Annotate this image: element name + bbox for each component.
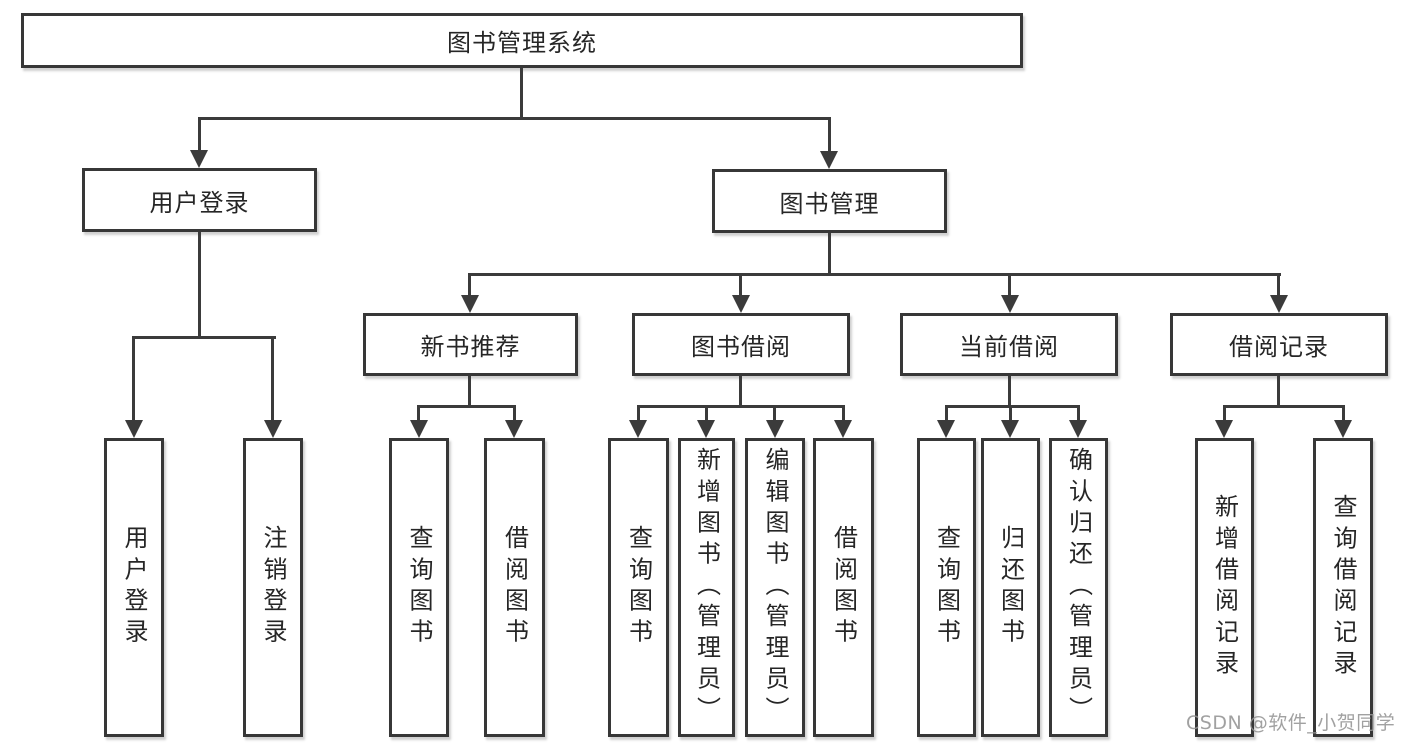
leaf-bb-add-books-admin-label: 新增图书（管理员） bbox=[692, 447, 721, 728]
arrow-down-icon bbox=[264, 420, 282, 438]
connector-leaf-shaft bbox=[637, 405, 640, 422]
leaf-bb-edit-books-admin: 编辑图书（管理员） bbox=[745, 438, 805, 737]
arrow-down-icon bbox=[1215, 420, 1233, 438]
node-current-borrow-label: 当前借阅 bbox=[959, 333, 1059, 361]
leaf-br-query-record-label: 查询借阅记录 bbox=[1329, 493, 1357, 682]
node-book-borrow: 图书借阅 bbox=[632, 313, 850, 376]
arrow-down-icon bbox=[1069, 420, 1087, 438]
arrow-down-icon bbox=[834, 420, 852, 438]
node-new-book-recommend: 新书推荐 bbox=[363, 313, 578, 376]
leaf-cb-confirm-return-admin-label: 确认归还（管理员） bbox=[1064, 447, 1093, 728]
connector-leaf-shaft bbox=[132, 336, 135, 422]
arrow-down-icon bbox=[125, 420, 143, 438]
node-root: 图书管理系统 bbox=[21, 13, 1023, 68]
connector-leaf-shaft bbox=[773, 405, 776, 422]
leaf-cb-confirm-return-admin: 确认归还（管理员） bbox=[1049, 438, 1108, 737]
connector-leaf-shaft bbox=[513, 405, 516, 422]
connector-user-login-bar bbox=[132, 336, 276, 339]
node-book-management: 图书管理 bbox=[712, 169, 947, 233]
arrow-down-icon bbox=[410, 420, 428, 438]
arrow-down-icon bbox=[937, 420, 955, 438]
connector-user-login-shaft bbox=[198, 117, 201, 153]
node-book-borrow-label: 图书借阅 bbox=[691, 333, 791, 361]
arrow-down-icon bbox=[505, 420, 523, 438]
connector-current-borrow-shaft bbox=[1008, 276, 1011, 297]
node-root-label: 图书管理系统 bbox=[447, 29, 597, 57]
arrow-down-icon bbox=[1001, 420, 1019, 438]
leaf-bb-borrow-books: 借阅图书 bbox=[813, 438, 874, 737]
connector-borrow-records-bar bbox=[1223, 405, 1344, 408]
connector-leaf-shaft bbox=[417, 405, 420, 422]
leaf-user-login: 用户登录 bbox=[104, 438, 164, 737]
connector-leaf-shaft bbox=[945, 405, 948, 422]
connector-leaf-shaft bbox=[1342, 405, 1345, 422]
leaf-logout: 注销登录 bbox=[243, 438, 303, 737]
connector-root-stem bbox=[520, 68, 523, 120]
leaf-bb-borrow-books-label: 借阅图书 bbox=[829, 525, 858, 650]
leaf-bb-query-books: 查询图书 bbox=[608, 438, 669, 737]
connector-leaf-shaft bbox=[271, 336, 274, 422]
arrow-down-icon bbox=[190, 150, 208, 168]
leaf-nb-query-books-label: 查询图书 bbox=[405, 525, 433, 650]
arrow-down-icon bbox=[766, 420, 784, 438]
connector-book-borrow-shaft bbox=[739, 276, 742, 297]
connector-book-borrow-bar bbox=[637, 405, 845, 408]
arrow-down-icon bbox=[820, 151, 838, 169]
leaf-user-login-label: 用户登录 bbox=[120, 525, 148, 650]
connector-new-book-shaft bbox=[468, 273, 471, 297]
connector-level2-bar bbox=[198, 117, 831, 120]
arrow-down-icon bbox=[629, 420, 647, 438]
arrow-down-icon bbox=[732, 295, 750, 313]
node-current-borrow: 当前借阅 bbox=[900, 313, 1118, 376]
arrow-down-icon bbox=[1001, 295, 1019, 313]
node-book-management-label: 图书管理 bbox=[779, 189, 880, 218]
arrow-down-icon bbox=[1334, 420, 1352, 438]
connector-book-management-shaft bbox=[828, 117, 831, 154]
node-user-login: 用户登录 bbox=[82, 168, 317, 232]
leaf-cb-return-books-label: 归还图书 bbox=[996, 525, 1025, 650]
leaf-nb-borrow-books-label: 借阅图书 bbox=[500, 525, 529, 650]
leaf-logout-label: 注销登录 bbox=[259, 525, 287, 650]
arrow-down-icon bbox=[1270, 295, 1288, 313]
leaf-bb-add-books-admin: 新增图书（管理员） bbox=[678, 438, 735, 737]
arrow-down-icon bbox=[461, 295, 479, 313]
connector-current-borrow-stem bbox=[1008, 376, 1011, 407]
leaf-bb-query-books-label: 查询图书 bbox=[624, 525, 653, 650]
leaf-br-add-record: 新增借阅记录 bbox=[1195, 438, 1254, 737]
leaf-nb-query-books: 查询图书 bbox=[389, 438, 449, 737]
connector-leaf-shaft bbox=[1223, 405, 1226, 422]
connector-leaf-shaft bbox=[1077, 405, 1080, 422]
node-user-login-label: 用户登录 bbox=[149, 188, 250, 217]
connector-level3-bar bbox=[468, 273, 1281, 276]
connector-book-borrow-stem bbox=[739, 376, 742, 407]
connector-new-book-bar bbox=[417, 405, 516, 408]
node-new-book-recommend-label: 新书推荐 bbox=[420, 333, 521, 361]
leaf-cb-query-books-label: 查询图书 bbox=[932, 525, 961, 650]
connector-book-management-stem bbox=[828, 233, 831, 276]
connector-leaf-shaft bbox=[1009, 405, 1012, 422]
connector-new-book-stem bbox=[468, 376, 471, 407]
leaf-bb-edit-books-admin-label: 编辑图书（管理员） bbox=[761, 447, 789, 728]
leaf-br-add-record-label: 新增借阅记录 bbox=[1210, 493, 1239, 682]
connector-current-borrow-bar bbox=[945, 405, 1080, 408]
leaf-cb-query-books: 查询图书 bbox=[917, 438, 976, 737]
node-borrow-records: 借阅记录 bbox=[1170, 313, 1388, 376]
connector-user-login-stem bbox=[198, 232, 201, 338]
connector-borrow-records-shaft bbox=[1277, 273, 1280, 297]
connector-leaf-shaft bbox=[705, 405, 708, 422]
connector-borrow-records-stem bbox=[1277, 376, 1280, 407]
connector-leaf-shaft bbox=[842, 405, 845, 422]
leaf-br-query-record: 查询借阅记录 bbox=[1313, 438, 1373, 737]
arrow-down-icon bbox=[697, 420, 715, 438]
leaf-nb-borrow-books: 借阅图书 bbox=[484, 438, 545, 737]
watermark: CSDN @软件_小贺同学 bbox=[1186, 712, 1396, 734]
node-borrow-records-label: 借阅记录 bbox=[1229, 333, 1329, 361]
leaf-cb-return-books: 归还图书 bbox=[981, 438, 1040, 737]
